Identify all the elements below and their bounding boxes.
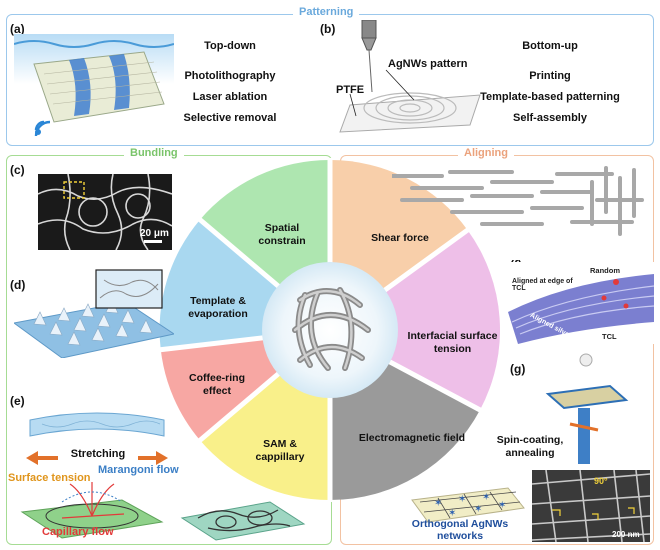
tcl-illustration-f [508,262,654,344]
wedge-label-electromagnetic: Electromagnetic field [358,432,466,444]
orthogonal-label: Orthogonal AgNWs networks [411,518,509,543]
marangoni-label: Marangoni flow [98,464,179,476]
bundling-title: Bundling [124,147,184,159]
topdown-method-3: Selective removal [183,112,277,124]
wedge-label-template: Template & evaporation [188,295,248,321]
topdown-illustration [14,34,174,137]
wedge-label-shear: Shear force [371,232,429,244]
panel-d-label: (d) [10,278,26,292]
ptfe-label: PTFE [336,84,365,96]
panel-b-label: (b) [320,22,336,36]
random-label: Random [590,266,620,275]
wedge-label-sam: SAM & cappillary [255,438,305,464]
template-illustration-d [14,269,174,358]
topdown-heading: Top-down [204,40,256,52]
panel-a-label: (a) [10,22,25,36]
tcl-label: TCL [602,332,617,341]
network-illustration [180,501,306,541]
svg-text:✶: ✶ [482,492,490,503]
wedge-label-coffee: Coffee-ring effect [189,372,245,398]
flow-illustration [20,482,164,539]
aligned-tcl-label: Aligned at edge of TCL [512,278,573,292]
svg-text:✶: ✶ [474,504,482,515]
svg-text:✶: ✶ [498,500,506,511]
stretching-illustration [26,412,168,465]
wedge-interfacial [330,230,501,410]
sem-scale-label: 200 nm [612,530,640,539]
sem-angle-label: 90° [594,476,608,486]
svg-text:✶: ✶ [448,508,456,519]
bottomup-illustration [339,20,481,133]
scale-bar-c: 20 μm [140,228,169,239]
aligning-title: Aligning [458,147,514,159]
panel-g-label: (g) [510,362,526,376]
capillary-label: Capillary flow [42,526,114,538]
spin-coating-label: Spin-coating, annealing [496,434,564,459]
spin-coating-illustration [545,353,629,464]
wedge-label-spatial: Spatial constrain [258,222,306,248]
topdown-method-2: Laser ablation [192,91,268,103]
panel-e-label: (e) [10,394,25,408]
bottomup-heading: Bottom-up [522,40,578,52]
wedge-label-interfacial: Interfacial surface tension [407,330,498,356]
sem-image-g [532,470,650,542]
bottomup-method-1: Printing [529,70,571,82]
bottomup-method-3: Self-assembly [513,112,587,124]
sem-image-c [38,174,172,250]
topdown-method-1: Photolithography [184,70,276,82]
orthogonal-illustration: ✶✶✶ ✶✶✶ [411,487,525,523]
surface-tension-label: Surface tension [8,472,91,484]
bottomup-method-2: Template-based patterning [480,91,620,103]
panel-c-label: (c) [10,163,25,177]
svg-text:✶: ✶ [458,494,466,505]
patterning-title: Patterning [293,6,360,18]
agnws-pattern-label: AgNWs pattern [388,58,468,70]
shear-aligned-wires [392,166,644,236]
svg-text:✶: ✶ [434,498,442,509]
stretching-label: Stretching [58,448,138,460]
